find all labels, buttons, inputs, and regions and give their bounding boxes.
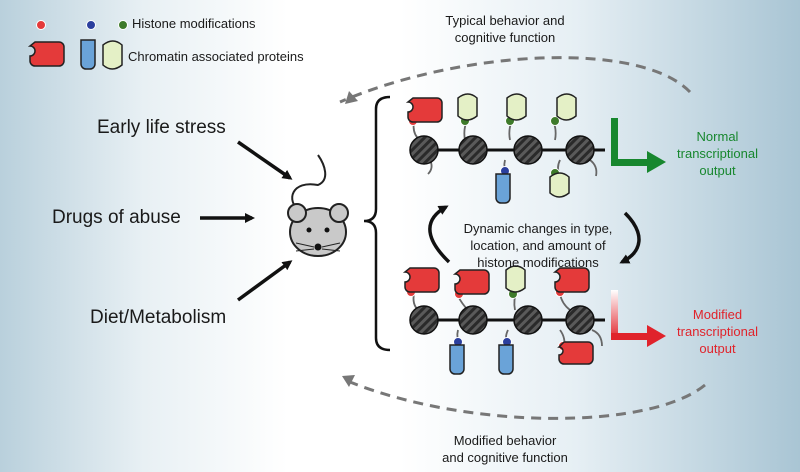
nucleosome-icon [458, 305, 488, 335]
bracket [363, 95, 391, 352]
cycle-arrow-left [428, 205, 451, 264]
mouse-icon [287, 154, 349, 257]
nucleosome-icon [565, 305, 595, 335]
bottom-feedback-line2: and cognitive function [442, 450, 568, 465]
top-feedback-arrowhead [345, 91, 358, 104]
green-protein-icon [102, 40, 123, 70]
bottom-feedback-arrow [349, 380, 706, 420]
legend-icons [27, 20, 128, 70]
histone-mark-red-icon [36, 20, 46, 30]
normal-output-arrow [611, 118, 666, 173]
histone-mark-green-icon [118, 20, 128, 30]
modified-output-line1: Modified [692, 307, 743, 322]
arrow-stress [237, 140, 293, 180]
cause-early-life-stress: Early life stress [97, 117, 226, 138]
modified-output-line3: output [699, 341, 736, 356]
bottom-feedback-label: Modified behavior and cognitive function [400, 432, 610, 466]
bottom-feedback-line1: Modified behavior [453, 433, 557, 448]
normal-output-line3: output [699, 163, 736, 178]
legend-histone-modifications: Histone modifications [132, 16, 256, 31]
normal-output-line1: Normal [696, 129, 739, 144]
nucleosome-icon [409, 135, 439, 165]
dynamic-changes-label: Dynamic changes in type, location, and a… [448, 220, 628, 271]
top-feedback-line1: Typical behavior and [445, 13, 565, 28]
nucleosome-icon [458, 135, 488, 165]
normal-output-line2: transcriptional [677, 146, 758, 161]
top-feedback-line2: cognitive function [454, 30, 556, 45]
top-chromatin [405, 93, 605, 204]
modified-output-line2: transcriptional [677, 324, 758, 339]
nucleosome-icon [409, 305, 439, 335]
blue-protein-icon [80, 39, 96, 70]
modified-output-label: Modified transcriptional output [665, 306, 770, 357]
red-protein-icon [27, 41, 65, 67]
dynamic-line3: histone modifications [477, 255, 599, 270]
legend-chromatin-proteins: Chromatin associated proteins [128, 49, 304, 64]
bottom-chromatin [402, 265, 605, 375]
cycle-arrow-right [619, 211, 641, 264]
dynamic-line1: Dynamic changes in type, [463, 221, 613, 236]
dynamic-line2: location, and amount of [470, 238, 606, 253]
cause-drugs-of-abuse: Drugs of abuse [52, 207, 181, 228]
nucleosome-icon [513, 135, 543, 165]
nucleosome-icon [513, 305, 543, 335]
nucleosome-icon [565, 135, 595, 165]
cause-diet-metabolism: Diet/Metabolism [90, 307, 227, 328]
normal-output-label: Normal transcriptional output [665, 128, 770, 179]
histone-mark-blue-icon [86, 20, 96, 30]
arrow-diet [236, 260, 293, 302]
modified-output-arrow [611, 290, 666, 347]
bottom-feedback-arrowhead [342, 375, 355, 387]
top-feedback-arrow [339, 56, 692, 104]
top-feedback-label: Typical behavior and cognitive function [400, 12, 610, 46]
